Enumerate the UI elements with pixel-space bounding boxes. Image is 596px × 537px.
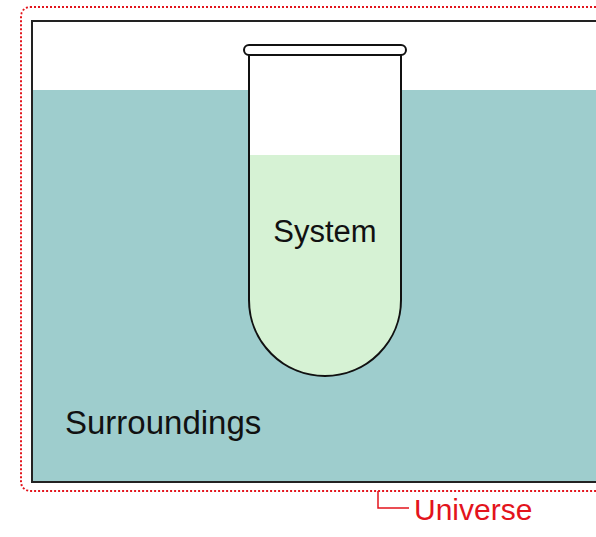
surroundings-bath: Surroundings System (31, 20, 596, 483)
surroundings-label: Surroundings (65, 405, 261, 441)
tube-liquid (249, 155, 401, 376)
universe-label: Universe (414, 493, 532, 526)
leader-line (378, 491, 409, 508)
system-label: System (273, 215, 376, 249)
tube-body (249, 54, 401, 376)
tube-outline (243, 44, 407, 378)
tube-rim (244, 45, 406, 55)
universe-boundary: UniverseSurroundingsSystem (20, 6, 596, 492)
system-test-tube: System (243, 44, 407, 378)
tube-wall (249, 54, 401, 376)
